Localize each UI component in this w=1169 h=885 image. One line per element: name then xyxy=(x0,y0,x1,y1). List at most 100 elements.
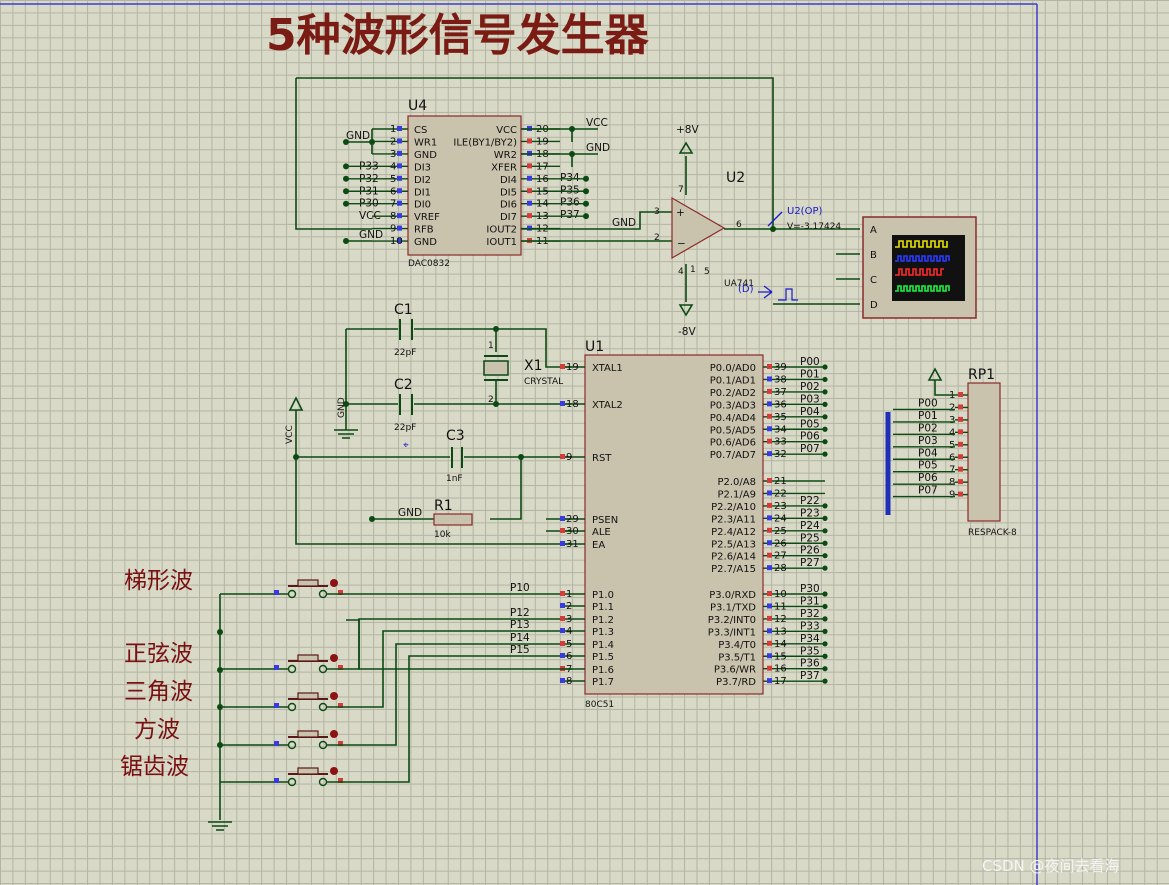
pin-marker xyxy=(397,238,402,244)
pin-marker xyxy=(767,540,772,546)
u4-pin-num: 15 xyxy=(536,186,549,197)
resistor-pack-rp1[interactable]: RP1 RESPACK-8 xyxy=(967,367,1017,538)
u1-pin-name: P3.4/T0 xyxy=(718,640,756,651)
u1-pin-num: 25 xyxy=(774,526,787,537)
u1-pin-name: P0.0/AD0 xyxy=(710,363,756,374)
pin-marker xyxy=(958,392,963,397)
u1-pin-name: P2.2/A10 xyxy=(711,502,756,513)
u1-p1-net: P15 xyxy=(510,644,530,656)
u4-pin-name: DI1 xyxy=(414,187,431,198)
push-button[interactable] xyxy=(220,618,560,674)
u1-pin-name: P0.5/AD5 xyxy=(710,425,756,436)
push-button[interactable] xyxy=(220,655,560,787)
u1-pin-num: 6 xyxy=(566,651,572,662)
u1-pin-num: 28 xyxy=(774,563,787,574)
u1-pin-num: 16 xyxy=(774,664,787,675)
wave-label-trapezoid: 梯形波 xyxy=(124,568,193,594)
pin-marker xyxy=(560,628,565,633)
u4-pin-num: 7 xyxy=(390,199,396,210)
pin-marker xyxy=(527,175,532,181)
resistor-r1[interactable]: R1 10k xyxy=(433,498,473,540)
pin-marker xyxy=(397,175,402,181)
u4-net-label: P34 xyxy=(560,172,580,184)
digital-probe[interactable]: (D) xyxy=(738,284,798,301)
pin-marker xyxy=(767,527,772,533)
wave-label-sawtooth: 锯齿波 xyxy=(120,754,189,780)
scope-channel-label: C xyxy=(870,275,877,286)
pin-marker xyxy=(397,225,402,231)
capacitor-c1[interactable]: C1 22pF xyxy=(394,302,416,358)
rp1-ref: RP1 xyxy=(968,367,995,383)
probe-op-value: V=-3.17424 xyxy=(787,222,841,232)
u1-pin-num: 32 xyxy=(774,449,787,460)
u1-net-label: P26 xyxy=(800,545,820,557)
u1-net-label: P05 xyxy=(800,418,820,430)
u1-pin-num: 14 xyxy=(774,639,787,650)
capacitor-c2[interactable]: C2 22pF xyxy=(394,377,416,433)
wave-label-square: 方波 xyxy=(134,717,180,743)
probe-dig-name: (D) xyxy=(738,284,754,295)
u4-pin-num: 16 xyxy=(536,174,549,185)
u4-pin-name: CS xyxy=(414,125,427,136)
u1-pin-name: P1.0 xyxy=(592,590,614,601)
push-button[interactable] xyxy=(220,643,560,750)
u1-pin-name: P2.6/A14 xyxy=(711,552,756,563)
mcu-80c51[interactable]: U1 80C51 xyxy=(584,339,764,710)
rp1-wires xyxy=(927,367,955,396)
u1-net-label: P22 xyxy=(800,495,820,507)
rp1-pin-num: 6 xyxy=(949,452,955,463)
c1-value: 22pF xyxy=(394,348,416,358)
push-button[interactable] xyxy=(220,630,560,712)
button-indicator-icon xyxy=(330,767,338,775)
pulse-icon xyxy=(778,288,798,301)
wave-label-sine: 正弦波 xyxy=(124,641,193,667)
r1-value: 10k xyxy=(434,530,451,540)
button-indicator-icon xyxy=(330,654,338,662)
pin-marker xyxy=(527,200,532,206)
crystal-x1[interactable]: X1 CRYSTAL 1 2 xyxy=(483,341,563,405)
capacitor-c3[interactable]: C3 1nF xyxy=(446,428,465,484)
pin-marker xyxy=(958,454,963,460)
pin-marker xyxy=(560,678,565,683)
u1-pin-num: 15 xyxy=(774,651,787,662)
u1-pin-name: P1.4 xyxy=(592,640,614,651)
pin-marker xyxy=(527,213,532,219)
pin-marker xyxy=(958,416,963,422)
u1-pin-name: P1.2 xyxy=(592,615,614,626)
rp1-net-label: P01 xyxy=(918,410,938,422)
pin-marker xyxy=(767,515,772,521)
push-button[interactable] xyxy=(220,579,560,599)
u2-pin2: 2 xyxy=(654,233,660,243)
pin-marker xyxy=(767,665,772,671)
u1-pin-num: 29 xyxy=(566,514,579,525)
rp1-net-label: P02 xyxy=(918,422,938,434)
u1-pin-num: 37 xyxy=(774,387,787,398)
scope-channel-label: B xyxy=(870,250,877,261)
u1-pin-num: 23 xyxy=(774,501,787,512)
u1-p1-net: P12 xyxy=(510,607,530,619)
opamp-minus-sign: − xyxy=(677,238,686,250)
c3-ref: C3 xyxy=(446,428,465,444)
pin-marker xyxy=(560,541,565,546)
u1-pin-name: P0.3/AD3 xyxy=(710,400,756,411)
u1-right-pins: 39P0.0/AD0P0038P0.1/AD1P0137P0.2/AD2P023… xyxy=(708,356,828,688)
u1-net-label: P27 xyxy=(800,557,820,569)
dac0832-chip[interactable]: U4 DAC0832 xyxy=(407,98,522,269)
op-amp-ua741[interactable]: + − U2 UA741 7 3 2 6 4 1 5 GND xyxy=(612,170,754,289)
u1-pin-name: P3.1/TXD xyxy=(710,602,756,613)
pin-marker xyxy=(767,451,772,457)
u1-net-label: P03 xyxy=(800,393,820,405)
pin-marker xyxy=(560,401,565,406)
capacitor-plates xyxy=(399,319,463,468)
u1-pin-name: XTAL2 xyxy=(592,400,623,411)
voltage-probe[interactable]: U2(OP) V=-3.17424 xyxy=(767,206,841,232)
u1-pin-num: 11 xyxy=(774,601,787,612)
u4-pin-name: GND xyxy=(414,150,437,161)
u1-pin-name: P2.7/A15 xyxy=(711,564,756,575)
button-junctions xyxy=(217,629,223,748)
u1-pin-num: 33 xyxy=(774,437,787,448)
u4-gnd-net: GND xyxy=(346,130,370,142)
